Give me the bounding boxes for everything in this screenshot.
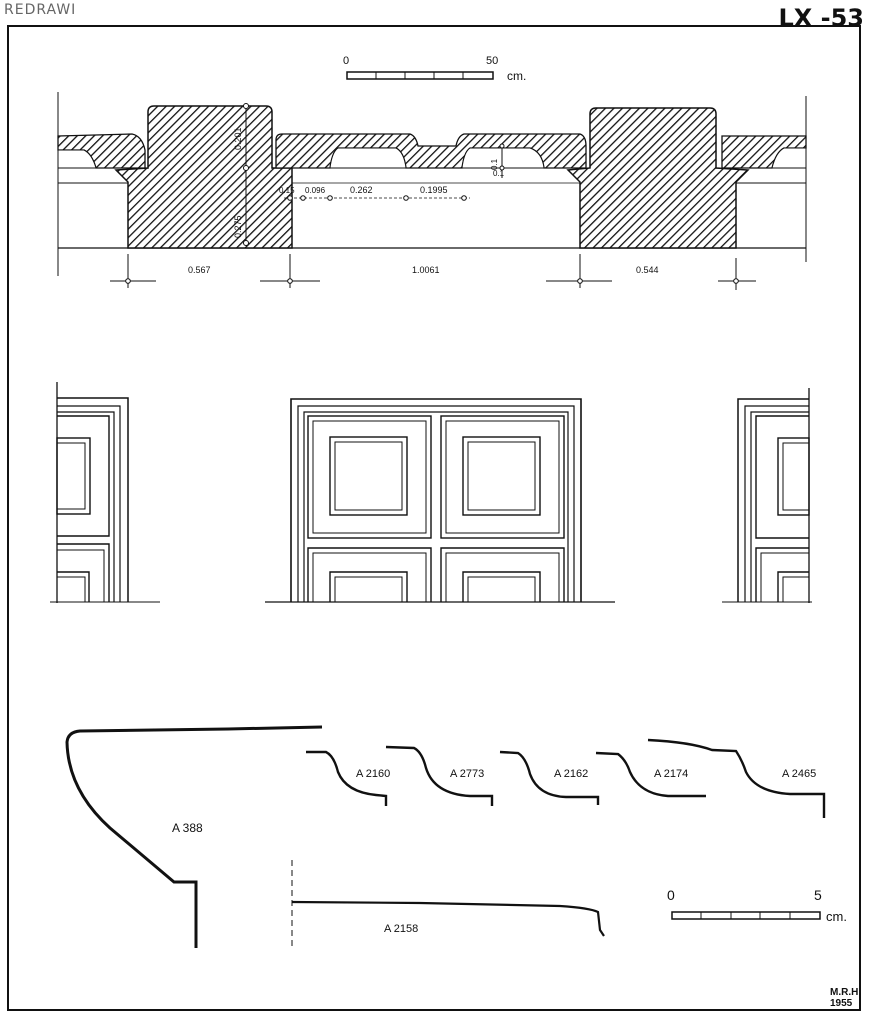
dim-small-4: 0.1995 — [420, 185, 448, 195]
scale-top-end: 50 — [486, 55, 498, 67]
dim-right-beam: 0.544 — [636, 265, 659, 275]
profile-a2773 — [385, 745, 494, 806]
profile-a2158 — [291, 900, 605, 937]
dim-small-3: 0.262 — [350, 185, 373, 195]
profile-label-a388: A 388 — [172, 821, 203, 835]
profile-a2160 — [306, 750, 388, 806]
dim-beam-upper: 0.201 — [233, 127, 243, 150]
signature-initials: M.R.H. — [830, 987, 861, 998]
plate-number: LX -53 — [778, 4, 864, 32]
scale-bar-bottom: 0 5 cm. — [667, 887, 847, 924]
profile-label-a2162: A 2162 — [554, 768, 588, 780]
molding-profiles: A 388 A 2160 A 2773 A 2162 A 2174 A 2465… — [65, 725, 826, 948]
sheet-border — [7, 25, 861, 1011]
dim-beam-lower: 0.275 — [233, 215, 243, 238]
profile-label-a2160: A 2160 — [356, 768, 390, 780]
section-beam-left — [114, 105, 293, 249]
coffer-plan-left — [50, 382, 160, 603]
dim-center-span: 1.0061 — [412, 265, 440, 275]
profile-a2162 — [499, 750, 600, 805]
coffer-plan-center — [265, 398, 615, 603]
section-beam-right — [566, 107, 750, 249]
profile-label-a2465: A 2465 — [782, 768, 816, 780]
scale-bottom-start: 0 — [667, 887, 675, 903]
coffer-plan — [50, 382, 812, 603]
scale-bar-top: 0 50 cm. — [343, 55, 526, 83]
dim-coffer-1: 0.1 — [490, 158, 499, 170]
scale-top-unit: cm. — [507, 69, 526, 83]
signature-year: 1955 — [830, 998, 853, 1009]
profile-label-a2773: A 2773 — [450, 768, 484, 780]
scale-bottom-unit: cm. — [826, 909, 847, 924]
profile-label-a2174: A 2174 — [654, 768, 688, 780]
corner-label: REDRAWI — [4, 2, 77, 18]
dim-left-beam: 0.567 — [188, 265, 211, 275]
coffer-plan-right — [722, 388, 812, 603]
profile-a2174 — [595, 751, 706, 798]
dim-coffer-2: 0.1 — [493, 169, 505, 178]
dim-small-2: 0.096 — [305, 186, 326, 195]
draftsman-signature: M.R.H. 1955 — [830, 987, 861, 1009]
profile-label-a2158: A 2158 — [384, 923, 418, 935]
profile-a2465 — [647, 738, 826, 818]
scale-bottom-end: 5 — [814, 887, 822, 903]
scale-top-start: 0 — [343, 55, 349, 67]
ceiling-section: 0.201 0.275 0.1 0.1 0.15 0.096 0.262 0.1… — [57, 92, 807, 290]
dim-small-1: 0.15 — [279, 186, 295, 195]
profile-a388 — [65, 725, 323, 948]
bottom-dimension-chain: 0.567 1.0061 0.544 — [110, 254, 756, 290]
